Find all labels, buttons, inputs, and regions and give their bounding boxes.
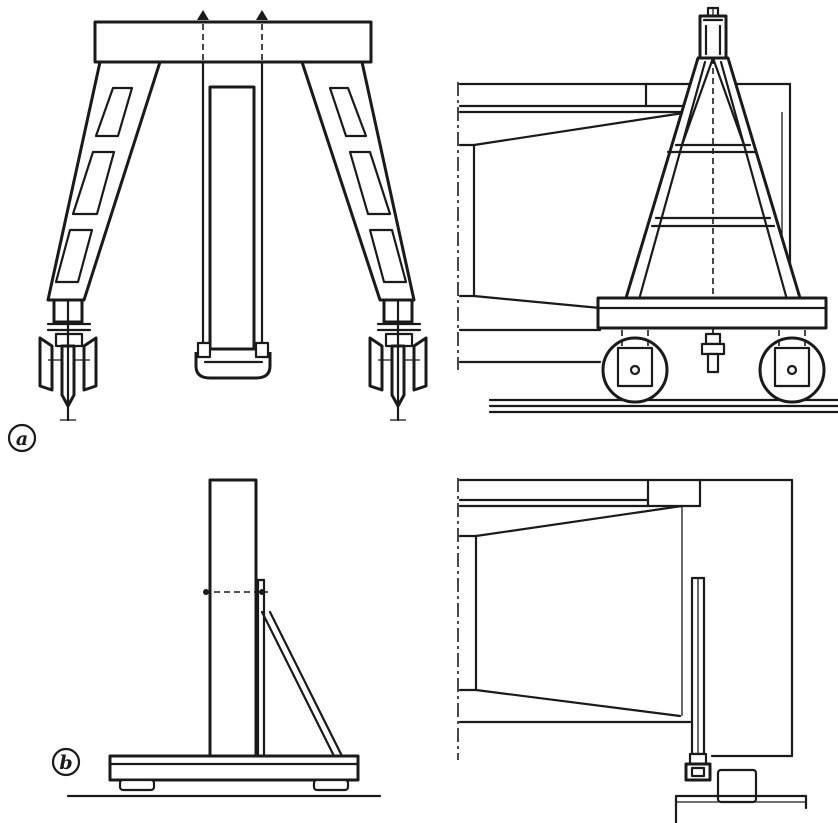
figure-b-building-view <box>457 478 808 823</box>
base-platform <box>108 754 360 782</box>
figure-a-gantry-front-view <box>38 10 428 422</box>
suspended-panel <box>208 85 256 351</box>
upright-panel <box>208 478 258 758</box>
figure-label-a: a <box>7 423 37 453</box>
left-leg-truss <box>46 60 162 302</box>
left-wheel-bogie <box>38 298 98 422</box>
diagonal-brace <box>260 610 344 758</box>
carriage-platform <box>596 296 828 374</box>
right-leg-truss <box>300 60 416 302</box>
svg-text:a: a <box>16 428 28 450</box>
left-wheel <box>601 330 669 404</box>
hoist-head <box>698 6 728 60</box>
hoist-cables <box>197 10 268 344</box>
right-wheel <box>758 330 826 404</box>
figure-b-stand-side-view <box>66 478 382 798</box>
right-wheel-bogie <box>368 298 428 422</box>
figure-label-b: b <box>51 747 81 777</box>
support-post <box>254 578 266 758</box>
base-feet <box>118 778 350 792</box>
ground-block <box>674 768 808 823</box>
vertical-mast <box>684 576 712 782</box>
figure-a-side-view <box>457 6 838 414</box>
gantry-top-beam <box>93 20 373 64</box>
svg-text:b: b <box>59 752 72 774</box>
tower-truss <box>624 56 802 340</box>
lifting-shoe <box>194 341 272 380</box>
